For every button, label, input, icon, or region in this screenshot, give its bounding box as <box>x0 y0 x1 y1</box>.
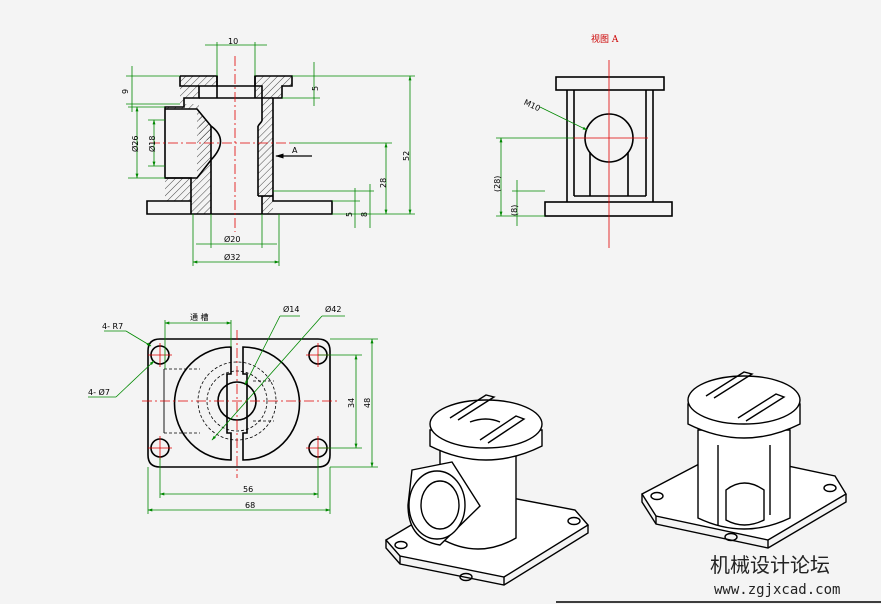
dim-base-8: 8 <box>360 212 369 217</box>
dim-side-8: (8) <box>510 205 519 216</box>
dim-dia-26: Ø26 <box>130 136 140 152</box>
isometric-view-back <box>641 371 847 549</box>
view-a-title: 视图 A <box>591 33 619 45</box>
front-dimensions: 10 9 5 Ø26 Ø18 52 <box>121 37 415 266</box>
dim-9: 9 <box>121 89 130 94</box>
dim-dia-18: Ø18 <box>147 136 157 152</box>
dim-dia-14: Ø14 <box>283 304 299 314</box>
isometric-view-front <box>384 394 590 586</box>
dim-52: 52 <box>402 151 411 161</box>
watermark-title: 机械设计论坛 <box>710 553 830 577</box>
dim-28: 28 <box>379 178 388 188</box>
dim-68: 68 <box>245 501 255 510</box>
dim-r7: 4- R7 <box>102 322 123 331</box>
dim-base-5: 5 <box>345 212 354 217</box>
dim-5-top: 5 <box>311 86 320 91</box>
dim-slot: 通 槽 <box>190 312 209 322</box>
dim-holes-7: 4- Ø7 <box>88 387 110 397</box>
dim-thread-m10: M10 <box>522 98 541 113</box>
dim-dia-32: Ø32 <box>224 252 240 262</box>
top-view: 通 槽 Ø14 Ø42 4- R7 4- Ø7 34 48 56 68 <box>88 304 378 514</box>
section-hatch <box>165 76 292 214</box>
dim-48: 48 <box>363 398 372 408</box>
watermark-url: www.zgjxcad.com <box>714 582 840 598</box>
dim-side-28: (28) <box>493 176 502 192</box>
dim-34: 34 <box>347 398 356 408</box>
front-section-view: A 10 9 5 Ø26 Ø18 <box>121 37 415 266</box>
watermark: 机械设计论坛 www.zgjxcad.com <box>556 553 881 603</box>
dim-dia-20: Ø20 <box>224 234 240 244</box>
dim-dia-42: Ø42 <box>325 304 341 314</box>
dim-top-10: 10 <box>228 37 238 46</box>
side-view-a: 视图 A M10 (28) (8) <box>493 33 673 248</box>
section-arrow-label: A <box>292 146 298 155</box>
dim-56: 56 <box>243 485 253 494</box>
